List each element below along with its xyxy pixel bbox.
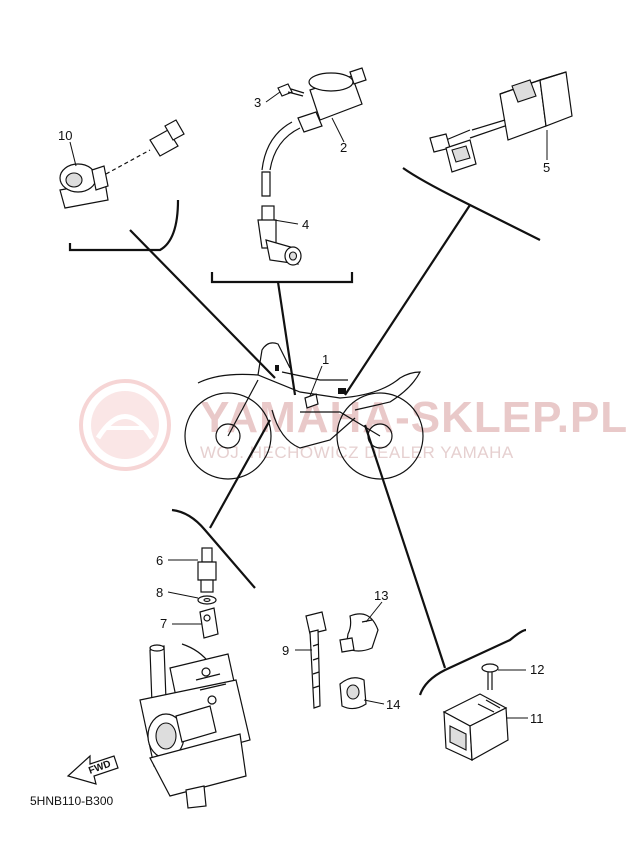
part-7-bracket [199,607,219,639]
pointer-line-10 [129,229,276,379]
watermark: YAMAHA-SKLEP.PL WOJ. HECHOWICZ DEALER YA… [79,379,628,471]
pointer-line-6 [209,419,271,529]
pointer-line-5 [344,204,471,396]
part-number-2: 2 [340,140,347,155]
leader-13 [365,601,383,623]
part-14-clamp [339,677,367,710]
part-5-cdi-unit [429,71,573,173]
part-number-8: 8 [156,585,163,600]
part-2-ignition-coil [261,67,367,197]
leader-14 [363,699,385,705]
part-number-1: 1 [322,352,329,367]
part-3-bolt [277,83,305,97]
callout-bracket-11 [418,628,527,696]
callout-bracket-6 [171,508,256,589]
fwd-arrow-icon: FWD [66,754,119,785]
leader-4 [273,219,299,225]
callout-bracket-2 [210,272,354,284]
part-number-14: 14 [386,697,400,712]
pointer-line-2 [276,281,297,396]
leader-1 [309,365,323,397]
part-number-6: 6 [156,553,163,568]
leader-10 [69,141,77,167]
part-number-11: 11 [530,711,544,726]
part-number-12: 12 [530,662,544,677]
part-number-9: 9 [282,643,289,658]
watermark-logo [79,379,171,471]
part-4-plug-cap [257,205,302,266]
part-8-washer [197,595,217,605]
part-number-10: 10 [58,128,72,143]
pointer-line-11 [363,424,447,669]
part-12-bolt [481,663,499,690]
part-9-cable-tie [305,611,327,709]
watermark-subtitle: WOJ. HECHOWICZ DEALER YAMAHA [200,443,514,462]
callout-bracket-10 [68,199,180,252]
carburetor [139,643,251,809]
watermark-title: YAMAHA-SKLEP.PL [200,393,628,442]
part-number-7: 7 [160,616,167,631]
leader-3 [265,91,281,103]
part-10-sensor [59,119,185,209]
callout-bracket-5 [402,167,541,241]
part-6-spark-plug [197,547,217,593]
leader-2 [331,117,345,143]
part-11-regulator [442,693,509,761]
part-number-3: 3 [254,95,261,110]
motorcycle-outline [184,342,424,480]
leader-8 [167,591,199,599]
diagram-code: 5HNB110-B300 [30,794,113,808]
part-number-4: 4 [302,217,309,232]
part-13-clamp [339,613,379,653]
part-number-5: 5 [543,160,550,175]
part-number-13: 13 [374,588,388,603]
